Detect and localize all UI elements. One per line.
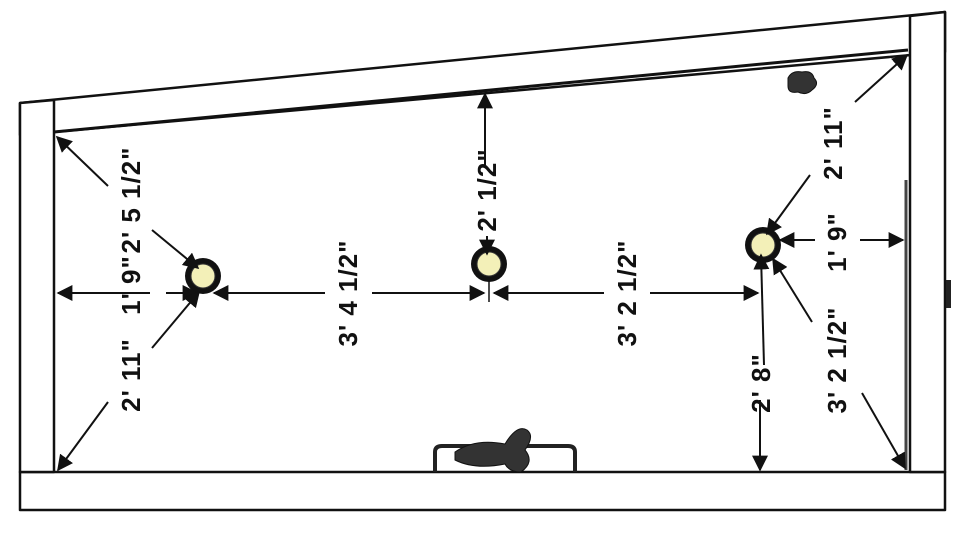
dim-right-upper: 2' 11" [818, 106, 848, 180]
bottom-wall [18, 470, 947, 512]
recessed-light-right[interactable] [745, 227, 781, 263]
ceiling-fixture-icon [787, 71, 818, 95]
dimension-lines [55, 53, 909, 472]
door-hardware [946, 280, 951, 308]
dim-right-mid: 1' 9" [822, 212, 852, 272]
dim-left-lower: 2' 11" [116, 338, 146, 412]
ceiling-inner-edge [53, 48, 909, 134]
dim-left-upper: 2' 5 1/2" [116, 146, 146, 253]
recessed-light-center[interactable] [471, 246, 507, 282]
dimension-labels: 2' 5 1/2" 1' 9" 2' 11" 3' 4 1/2" 2' 1/2"… [116, 106, 852, 413]
dim-center-top: 2' 1/2" [472, 148, 502, 231]
left-wall [18, 98, 56, 474]
dim-center-right: 3' 2 1/2" [612, 239, 642, 346]
recessed-light-left[interactable] [185, 258, 221, 294]
right-wall [908, 10, 947, 474]
dim-center-left: 3' 4 1/2" [333, 239, 363, 346]
dim-right-lower: 3' 2 1/2" [822, 306, 852, 413]
room-walls [18, 10, 951, 512]
dim-left-mid: 1' 9" [116, 255, 146, 315]
wall-fixture-icon [433, 428, 577, 473]
dim-right-bottom: 2' 8" [746, 353, 776, 413]
